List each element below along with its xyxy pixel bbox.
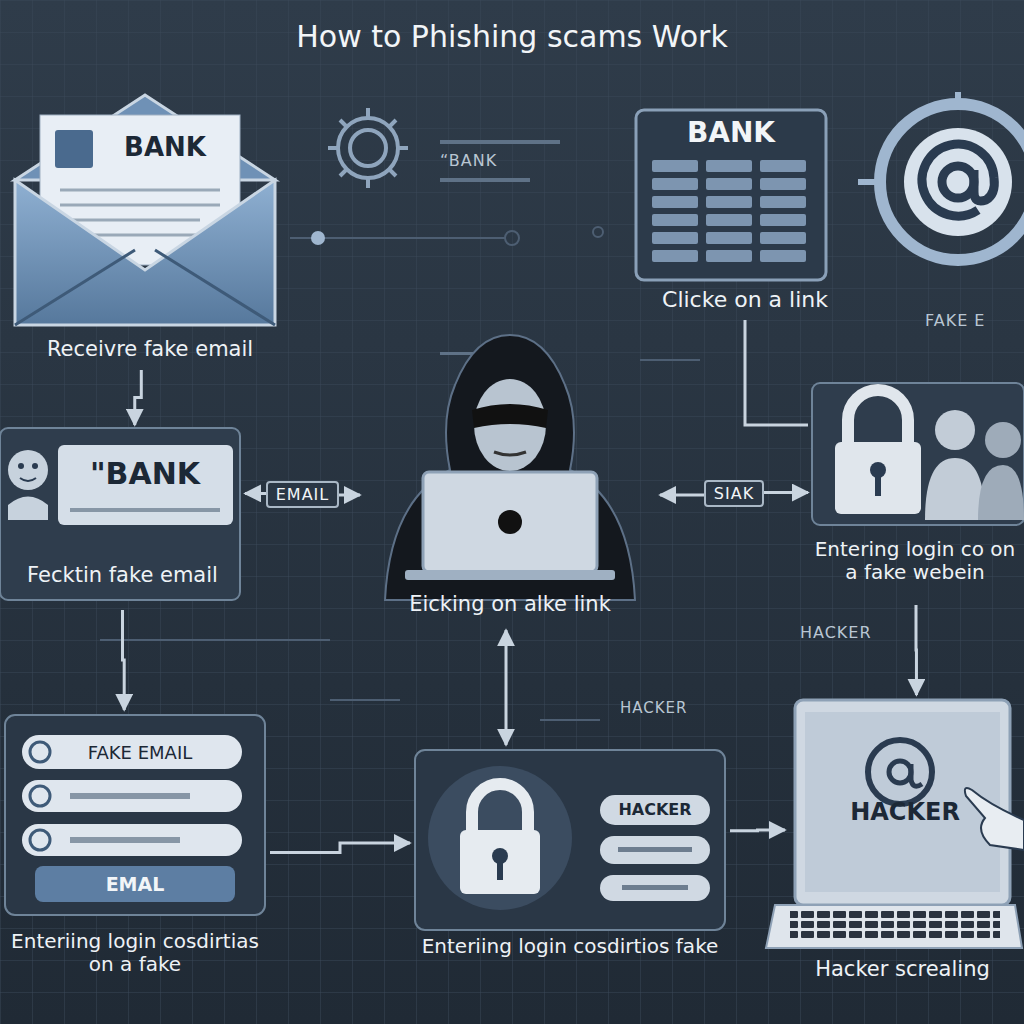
flow-arrow xyxy=(745,320,808,425)
slider-knob xyxy=(311,231,325,245)
node-text: BANK xyxy=(100,133,230,163)
step-caption: Enteriing login cosdirtios fake xyxy=(410,935,730,958)
login-form xyxy=(5,715,265,915)
process-box: BANK Receivre fake email xyxy=(5,95,295,370)
step-caption: Receivre fake email xyxy=(5,337,295,361)
node-text: HACKER xyxy=(600,801,710,819)
process-box: Eicking on alke link xyxy=(360,330,660,630)
edge-label: EMAIL xyxy=(266,481,340,508)
lock-panel xyxy=(415,750,725,930)
process-box: HACKER Enteriing login cosdirtios fake xyxy=(410,745,730,990)
free-label: FAKE E xyxy=(925,312,985,330)
step-caption: Entering login co on a fake webein xyxy=(810,538,1020,584)
free-label: HACKER xyxy=(620,700,688,717)
login-panel xyxy=(812,383,1024,525)
flow-arrow xyxy=(505,630,508,745)
small-dots xyxy=(440,140,560,355)
node-text: "BANK xyxy=(60,457,230,492)
process-box: Entering login co on a fake webein xyxy=(808,380,1024,605)
step-caption: Eicking on alke link xyxy=(360,592,660,616)
hacker-laptop xyxy=(766,700,1024,948)
flow-arrow xyxy=(123,610,125,710)
flow-arrow xyxy=(915,605,918,695)
gear-icon xyxy=(328,108,408,188)
node-text: EMAL xyxy=(35,874,235,896)
node-text: HACKER xyxy=(800,799,1010,827)
process-box: HACKER Hacker screaling xyxy=(785,695,1024,995)
step-caption: Enteriing login cosdirtias on a fake xyxy=(0,930,270,976)
step-caption: Hacker screaling xyxy=(785,957,1020,981)
flow-arrow xyxy=(270,843,410,853)
at-target-icon xyxy=(858,92,1024,260)
process-box: FAKE EMAIL EMAL Enteriing login cosdirtias… xyxy=(0,710,270,995)
flow-arrow xyxy=(730,829,785,833)
edge-label: SIAK xyxy=(704,480,764,507)
node-text: BANK xyxy=(636,117,826,149)
diagram-title: How to Phishing scams Work xyxy=(262,18,762,56)
step-caption: Fecktin fake email xyxy=(0,563,245,587)
process-box: BANK Clicke on a link xyxy=(630,105,860,320)
free-label: HACKER xyxy=(800,624,872,642)
flow-arrow xyxy=(135,370,142,425)
step-caption: Clicke on a link xyxy=(630,287,860,312)
bank-panel xyxy=(636,110,826,280)
node-text: FAKE EMAIL xyxy=(45,743,235,764)
hacker-figure xyxy=(385,335,635,600)
free-label: “BANK xyxy=(440,152,497,170)
envelope xyxy=(15,95,275,325)
process-box: "BANK Fecktin fake email xyxy=(0,425,245,610)
